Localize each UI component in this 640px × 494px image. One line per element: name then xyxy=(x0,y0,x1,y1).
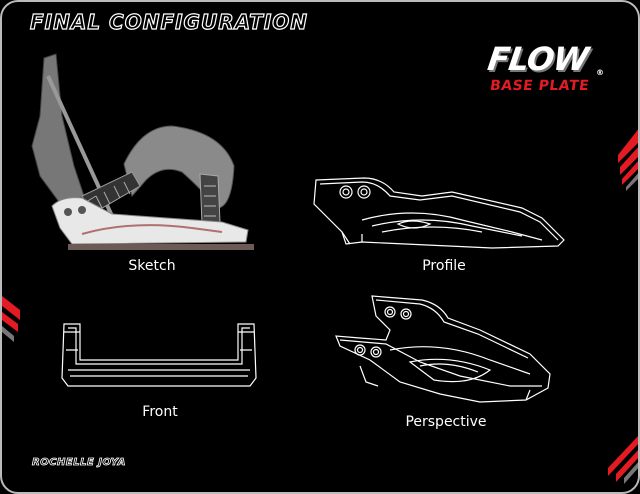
front-drawing xyxy=(61,323,257,387)
front-label: Front xyxy=(142,404,178,420)
page-title: FINAL CONFIGURATION xyxy=(29,9,308,34)
logo-subtitle: BASE PLATE xyxy=(488,78,591,94)
sketch-illustration xyxy=(31,53,254,250)
flow-logo: FLOW ® BASE PLATE xyxy=(484,40,612,102)
profile-drawing xyxy=(313,177,565,249)
perspective-drawing xyxy=(335,295,551,403)
left-stripes xyxy=(2,296,20,342)
top-right-stripes xyxy=(618,129,638,191)
profile-label: Profile xyxy=(422,258,466,274)
sketch-label: Sketch xyxy=(128,258,176,274)
logo-registered-mark: ® xyxy=(596,68,604,77)
logo-word: FLOW xyxy=(485,40,591,78)
bottom-right-stripes xyxy=(608,436,638,484)
perspective-label: Perspective xyxy=(405,414,487,430)
author-credit: ROCHELLE JOYA xyxy=(32,457,126,469)
